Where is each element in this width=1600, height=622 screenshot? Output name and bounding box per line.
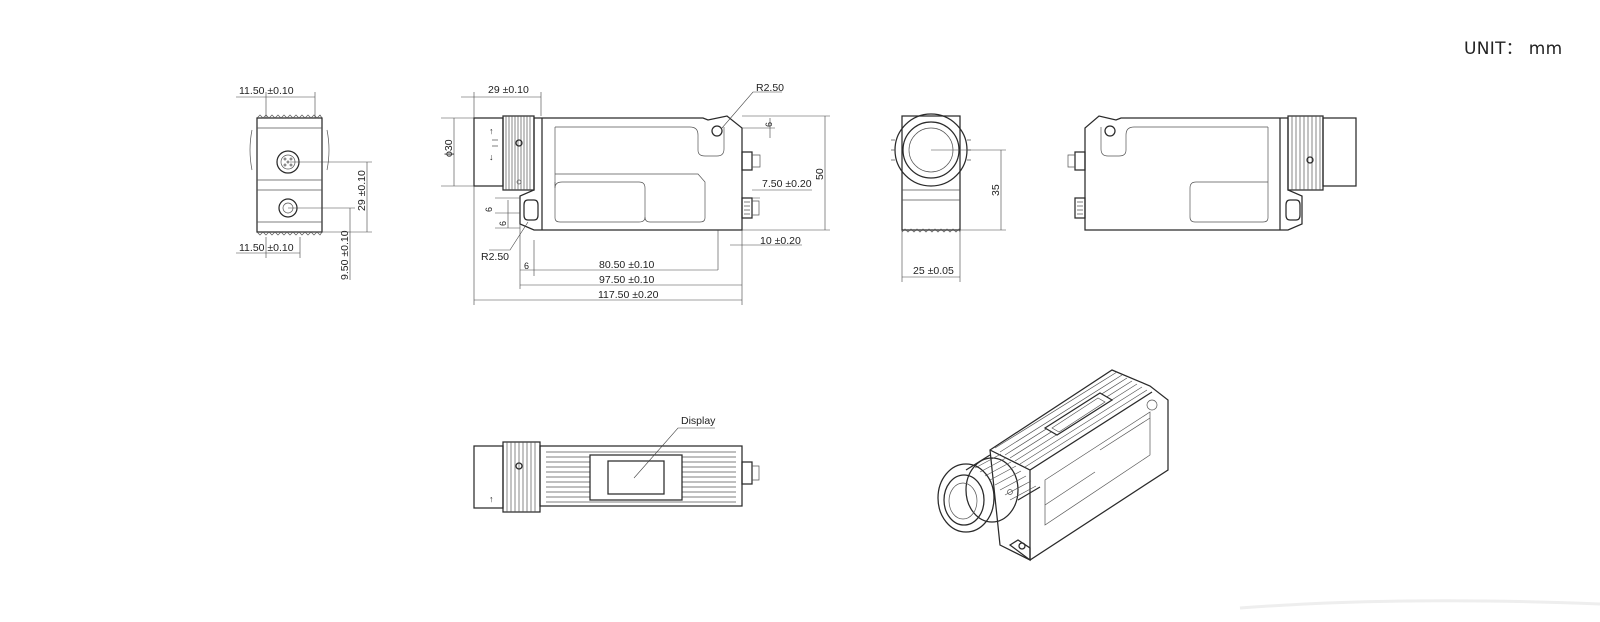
front-view: 35 25 ±0.05 bbox=[891, 113, 1006, 282]
top-arrow-mark: ↑ bbox=[489, 494, 494, 504]
dim-height: 50 bbox=[814, 168, 826, 180]
dim-six-c: 6 bbox=[524, 261, 529, 271]
dim-end-bottom: 11.50 ±0.10 bbox=[239, 242, 294, 254]
dim-connector-a: 7.50 ±0.20 bbox=[762, 178, 812, 190]
side-view-mirrored bbox=[1067, 115, 1357, 231]
arrow-down-mark: ↓ bbox=[489, 152, 494, 162]
dim-117-50: 117.50 ±0.20 bbox=[598, 289, 659, 301]
dim-end-low: 9.50 ±0.10 bbox=[339, 230, 351, 280]
side-view: ↑ ↓ 29 ±0.10 ϕ30 R2.50 6 50 7.50 bbox=[441, 82, 830, 305]
dim-end-top: 11.50 ±0.10 bbox=[239, 85, 294, 97]
isometric-view bbox=[937, 369, 1169, 562]
dim-lens-diameter: ϕ30 bbox=[443, 139, 455, 157]
dim-80-50: 80.50 ±0.10 bbox=[599, 259, 655, 271]
dim-25: 25 ±0.05 bbox=[913, 265, 954, 277]
dim-end-right: 29 ±0.10 bbox=[356, 170, 368, 211]
end-view: 11.50 ±0.10 11.50 ±0.10 29 ±0.10 9.50 ±0… bbox=[236, 85, 372, 280]
dim-six-b: 6 bbox=[498, 221, 508, 226]
top-view: ↑ Display bbox=[473, 415, 760, 513]
display-label: Display bbox=[681, 415, 716, 427]
dim-35: 35 bbox=[990, 184, 1002, 196]
unit-label: UNIT： mm bbox=[1464, 39, 1563, 59]
radius-bottom: R2.50 bbox=[481, 251, 509, 263]
dim-six-a: 6 bbox=[484, 207, 494, 212]
dim-six-top: 6 bbox=[764, 122, 774, 127]
dim-connector-b: 10 ±0.20 bbox=[760, 235, 801, 247]
dim-lens-length: 29 ±0.10 bbox=[488, 84, 529, 96]
dim-97-50: 97.50 ±0.10 bbox=[599, 274, 655, 286]
radius-top: R2.50 bbox=[756, 82, 784, 94]
arrow-up-mark: ↑ bbox=[489, 126, 494, 136]
